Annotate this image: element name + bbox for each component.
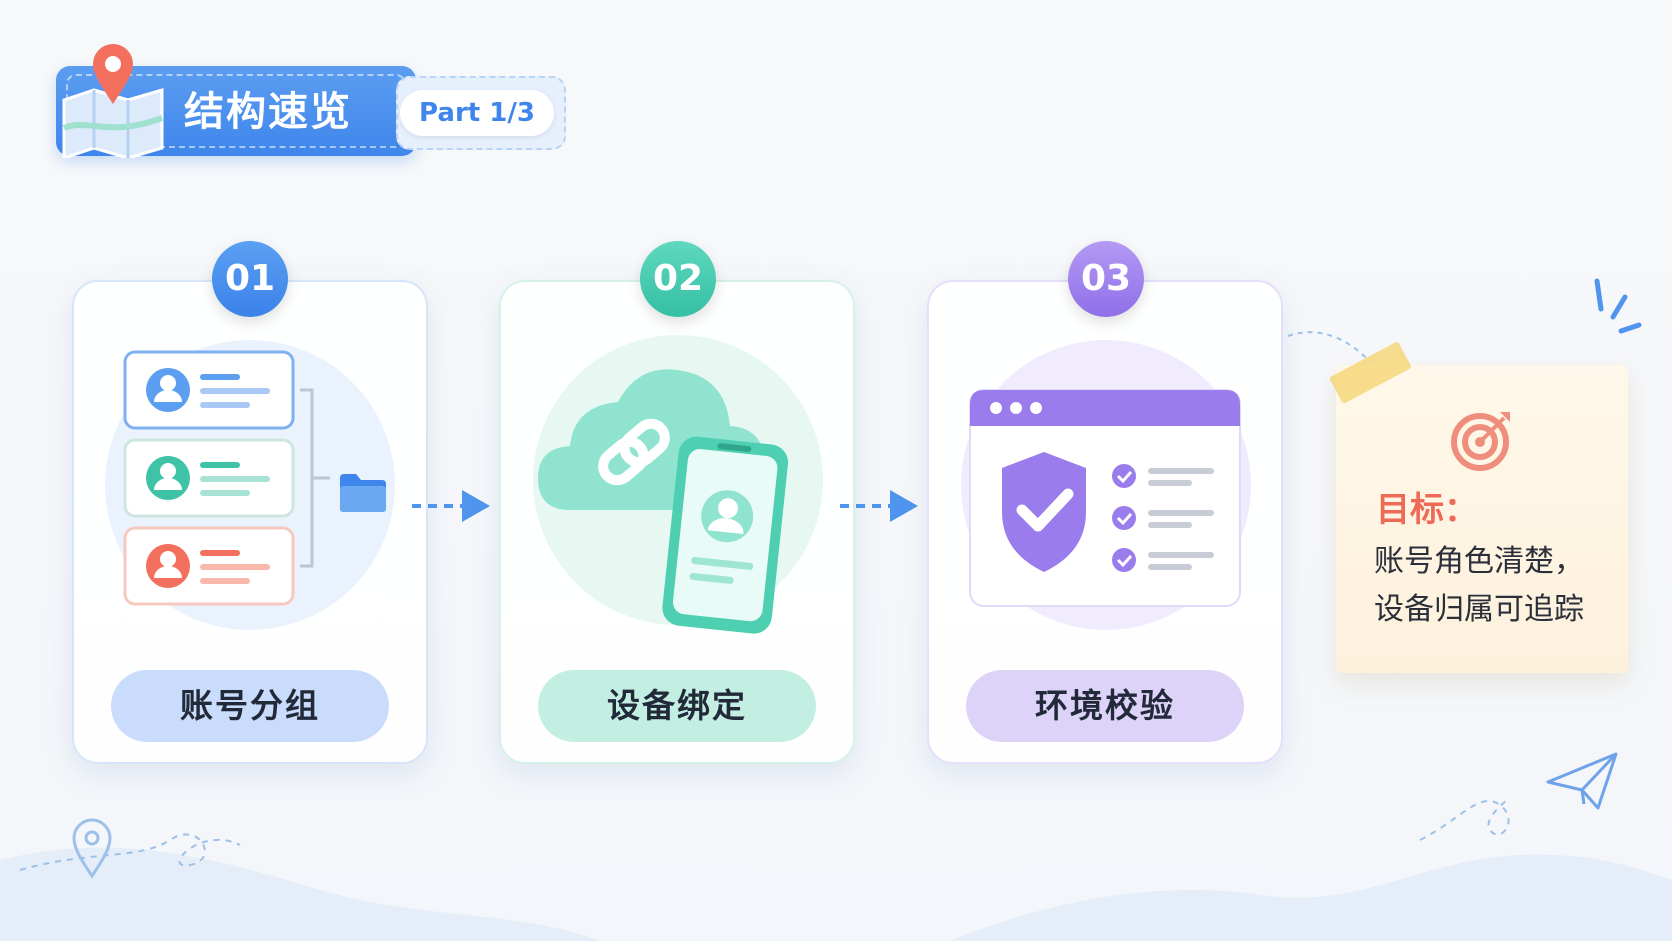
checklist-icon: [1112, 464, 1214, 572]
map-pin-decoration-icon: [72, 818, 112, 878]
step-number-02: 02: [640, 241, 716, 317]
step-label-account-grouping: 账号分组: [111, 670, 389, 742]
step-label-environment-check: 环境校验: [966, 670, 1244, 742]
paper-plane-icon: [1546, 752, 1618, 810]
page-title: 结构速览: [184, 89, 352, 135]
target-icon: [1451, 412, 1510, 471]
step-number-01: 01: [212, 241, 288, 317]
sparkle-lines-decoration: [1594, 278, 1642, 334]
part-indicator-badge: Part 1/3: [400, 90, 554, 136]
tape-decoration: [1329, 342, 1411, 404]
goal-note-title: 目标：: [1376, 490, 1478, 530]
arrow-right-icon: [412, 490, 490, 522]
step-label-device-binding: 设备绑定: [538, 670, 816, 742]
phone-user-icon: [662, 436, 789, 634]
step-number-03: 03: [1068, 241, 1144, 317]
string-decoration: [1287, 331, 1371, 363]
bottom-wave-decoration: [0, 800, 1672, 941]
folder-icon: [340, 474, 386, 512]
arrow-right-icon: [840, 490, 918, 522]
map-pin-icon: [93, 44, 133, 104]
goal-note-line: 设备归属可追踪: [1374, 592, 1584, 627]
users-list-icon: [105, 340, 395, 630]
map-icon: [62, 87, 164, 158]
goal-note-line: 账号角色清楚，: [1374, 544, 1584, 579]
